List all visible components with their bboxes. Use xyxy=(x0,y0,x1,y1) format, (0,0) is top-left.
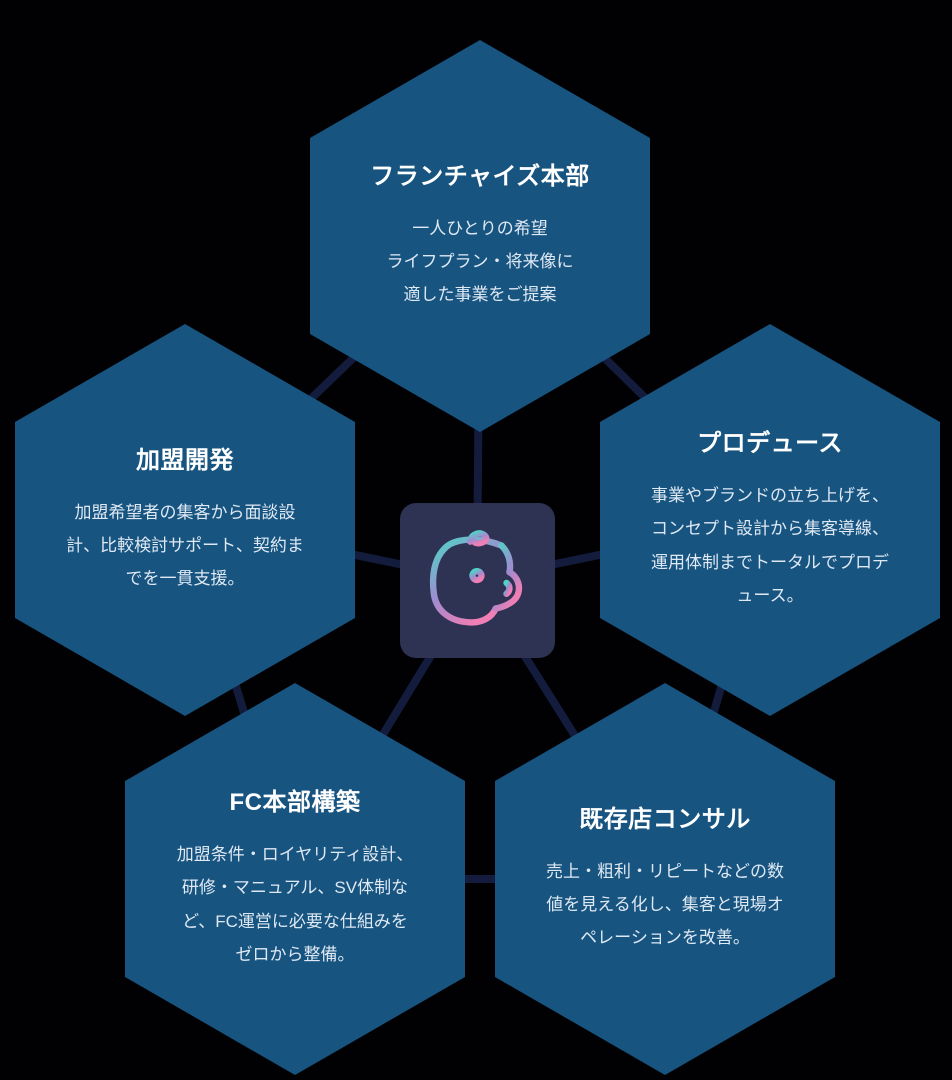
hex-body: 事業やブランドの立ち上げを、コンセプト設計から集客導線、運用体制までトータルでプ… xyxy=(651,486,889,605)
hex-body: 売上・粗利・リピートなどの数値を見える化し、集客と現場オペレーションを改善。 xyxy=(546,861,784,948)
hex-body: 加盟希望者の集客から面談設計、比較検討サポート、契約までを一貫支援。 xyxy=(66,502,304,589)
hex-title: フランチャイズ本部 xyxy=(370,162,590,190)
hex-title: 既存店コンサル xyxy=(579,805,751,833)
hex-body: 加盟条件・ロイヤリティ設計、研修・マニュアル、SV体制など、FC運営に必要な仕組… xyxy=(176,845,414,964)
hex-title: プロデュース xyxy=(697,430,843,458)
brand-logo-tile xyxy=(400,503,555,658)
hex-title: 加盟開発 xyxy=(136,446,234,474)
hex-title: FC本部構築 xyxy=(229,789,361,817)
capybara-logo-icon xyxy=(429,529,522,626)
hex-body: 一人ひとりの希望 ライフプラン・将来像に 適した事業をご提案 xyxy=(386,218,574,305)
